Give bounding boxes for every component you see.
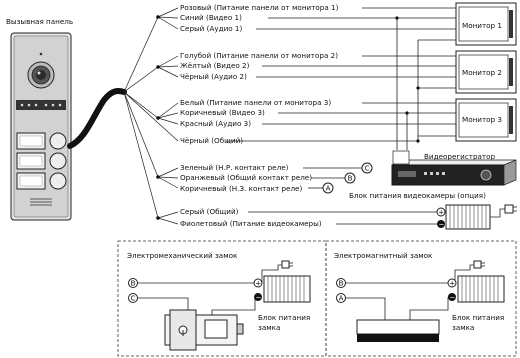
wire-label-brown: Коричневый (Видео 3) xyxy=(180,108,265,117)
lock-mag-plus-icon xyxy=(447,278,457,288)
camera-wire-gray: Серый (Общий) xyxy=(180,207,239,216)
lock-mech-title: Электромеханический замок xyxy=(127,251,238,260)
svg-text:−: − xyxy=(450,293,456,301)
fan-wires xyxy=(123,7,179,225)
lock-mech-minus-icon xyxy=(254,293,262,301)
lock-mag-minus-icon xyxy=(448,293,456,301)
monitor-wire-runs xyxy=(226,7,456,150)
wire-label-yellow: Жёлтый (Видео 2) xyxy=(180,61,250,70)
lock-mech-tag-b: B xyxy=(128,278,138,288)
svg-text:B: B xyxy=(348,175,353,183)
wire-label-black-common: Чёрный (Общий) xyxy=(180,136,243,145)
wire-label-white: Белый (Питание панели от монитора 3) xyxy=(180,98,331,107)
relay-label-brown: Коричневый (Н.З. контакт реле) xyxy=(180,184,302,193)
wire-label-gray: Серый (Аудио 1) xyxy=(180,24,243,33)
dvr-title: Видеорегистратор xyxy=(424,152,496,161)
ir-led-strip xyxy=(16,100,66,110)
speaker-grille xyxy=(30,198,52,206)
lock-mech-psu-label-2: замка xyxy=(258,323,280,332)
call-button-3[interactable] xyxy=(49,172,67,190)
camera-wire-violet: Фиолетовый (Питание видеокамеры) xyxy=(180,219,322,228)
monitor-1: Монитор 1 xyxy=(455,2,517,46)
monitor-2: Монитор 2 xyxy=(455,50,517,94)
svg-text:−: − xyxy=(439,220,445,228)
camera-psu-title: Блок питания видеокамеры (опция) xyxy=(349,191,486,200)
monitor-1-label: Монитор 1 xyxy=(462,21,502,30)
svg-text:C: C xyxy=(131,295,136,303)
relay-tag-b: B xyxy=(344,172,356,184)
lock-mag-tag-a: A xyxy=(336,293,346,303)
svg-text:A: A xyxy=(339,295,344,303)
svg-text:B: B xyxy=(131,280,136,288)
wire-label-blue: Синий (Видео 1) xyxy=(180,13,242,22)
monitor-3-label: Монитор 3 xyxy=(462,115,502,124)
svg-text:+: + xyxy=(449,280,455,288)
relay-tag-c: C xyxy=(361,162,373,174)
lock-mech-psu-label-1: Блок питания xyxy=(258,313,310,322)
relay-tag-a: A xyxy=(322,182,334,194)
monitor-2-label: Монитор 2 xyxy=(462,68,502,77)
cable-bundle xyxy=(67,88,127,149)
svg-text:+: + xyxy=(438,209,444,217)
plus-terminal-icon xyxy=(436,207,446,217)
lock-mag-plug-icon xyxy=(473,260,482,269)
dvr-device xyxy=(391,159,517,186)
lock-mech-plug-icon xyxy=(281,260,290,269)
lock-mech-wiring: B C + − Блок питания замка xyxy=(128,260,311,332)
relay-label-orange: Оранжевый (Общий контакт реле) xyxy=(180,173,312,182)
camera-wire-runs xyxy=(248,211,437,225)
lock-mag-wiring: B A + − Блок питания замка xyxy=(336,260,505,332)
wire-label-pink: Розовый (Питание панели от монитора 1) xyxy=(180,3,339,12)
power-plug-icon xyxy=(504,204,514,214)
minus-terminal-icon xyxy=(437,220,445,228)
lock-mag-title: Электромагнитный замок xyxy=(334,251,433,260)
panel-title: Вызывная панель xyxy=(6,17,73,26)
wire-label-black: Чёрный (Аудио 2) xyxy=(180,72,247,81)
svg-text:C: C xyxy=(365,165,370,173)
panel-led-icon xyxy=(39,52,43,56)
call-button-1[interactable] xyxy=(49,132,67,150)
lock-mech-tag-c: C xyxy=(128,293,138,303)
lock-mag-tag-b: B xyxy=(336,278,346,288)
wire-label-light-blue: Голубой (Питание панели от монитора 2) xyxy=(180,51,338,60)
svg-text:+: + xyxy=(255,280,261,288)
lock-mag-psu-label-1: Блок питания xyxy=(452,313,504,322)
monitor-3: Монитор 3 xyxy=(455,98,517,142)
lock-mech-plus-icon xyxy=(253,278,263,288)
call-panel xyxy=(10,32,72,221)
electromagnetic-lock-icon xyxy=(356,319,440,342)
svg-text:A: A xyxy=(326,185,331,193)
call-button-2[interactable] xyxy=(49,152,67,170)
lock-mag-psu-label-2: замка xyxy=(452,323,474,332)
name-plate-1 xyxy=(16,132,46,150)
name-plate-2 xyxy=(16,152,46,170)
lock-mag-box xyxy=(325,240,517,357)
svg-text:−: − xyxy=(256,293,262,301)
relay-label-green: Зеленый (Н.Р. контакт реле) xyxy=(180,163,289,172)
camera-psu: + − xyxy=(436,204,517,230)
relay-wire-runs xyxy=(303,167,362,189)
electromechanical-lock-icon xyxy=(164,309,244,351)
wire-label-red: Красный (Аудио 3) xyxy=(180,119,251,128)
name-plate-3 xyxy=(16,172,46,190)
svg-text:B: B xyxy=(339,280,344,288)
